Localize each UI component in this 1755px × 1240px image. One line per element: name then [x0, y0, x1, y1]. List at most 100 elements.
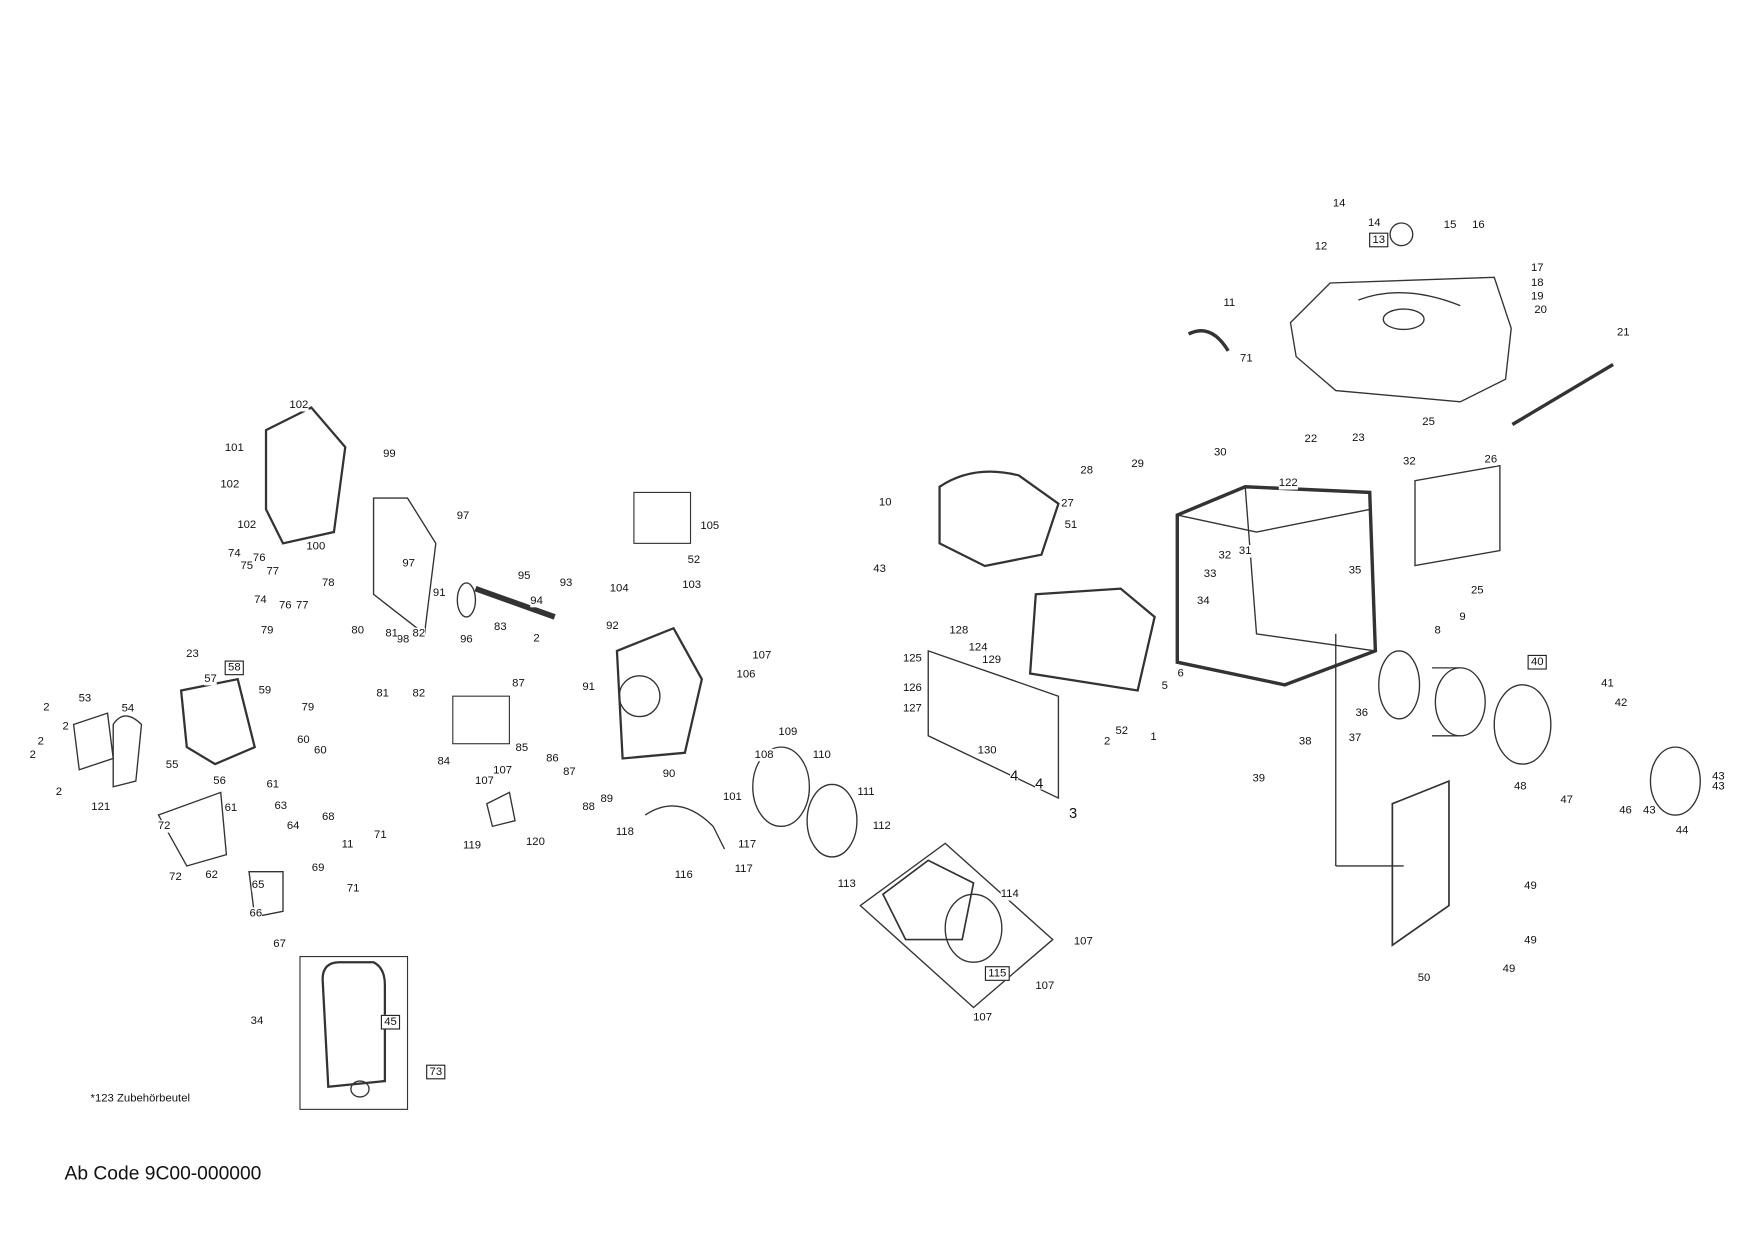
part-callout-61: 61 — [266, 778, 280, 791]
part-callout-102: 102 — [220, 478, 240, 491]
recoil-starter — [944, 893, 1003, 963]
part-callout-49: 49 — [1502, 962, 1516, 976]
part-callout-79: 79 — [260, 624, 274, 637]
part-callout-89: 89 — [600, 792, 614, 806]
part-callout-104: 104 — [609, 582, 629, 595]
part-callout-67: 67 — [273, 937, 286, 951]
control-panel — [1028, 587, 1156, 692]
part-callout-77: 77 — [266, 565, 280, 578]
part-callout-4: 4 — [1035, 774, 1044, 792]
part-callout-29: 29 — [1131, 457, 1144, 471]
part-callout-107: 107 — [1035, 979, 1055, 993]
part-callout-87: 87 — [563, 765, 576, 779]
part-callout-50: 50 — [1417, 971, 1431, 985]
crankcase — [615, 626, 704, 760]
part-callout-76: 76 — [278, 599, 292, 612]
part-callout-126: 126 — [902, 682, 922, 695]
part-callout-43: 43 — [873, 563, 886, 576]
part-callout-21: 21 — [1616, 326, 1630, 340]
carburetor — [248, 870, 284, 918]
part-callout-120: 120 — [525, 835, 545, 849]
part-callout-23: 23 — [1352, 431, 1365, 445]
stator — [1434, 667, 1486, 737]
part-callout-40: 40 — [1527, 654, 1547, 670]
part-callout-129: 129 — [982, 653, 1002, 667]
crankshaft — [474, 585, 556, 620]
part-callout-36: 36 — [1355, 706, 1369, 720]
part-callout-91: 91 — [432, 586, 446, 600]
part-callout-87: 87 — [512, 677, 525, 690]
part-callout-37: 37 — [1348, 731, 1362, 745]
part-callout-26: 26 — [1484, 453, 1498, 466]
part-callout-116: 116 — [674, 868, 693, 882]
part-callout-105: 105 — [700, 520, 720, 533]
part-callout-115: 115 — [984, 966, 1010, 981]
part-callout-72: 72 — [157, 820, 171, 833]
part-callout-10: 10 — [878, 496, 892, 509]
fuel-cap — [1389, 222, 1414, 247]
code-note: Ab Code 9C00-000000 — [64, 1162, 262, 1185]
rotor — [1378, 650, 1421, 720]
part-callout-49: 49 — [1524, 934, 1537, 947]
part-callout-82: 82 — [412, 687, 426, 701]
part-callout-109: 109 — [778, 726, 798, 739]
part-callout-73: 73 — [426, 1064, 446, 1080]
part-callout-102: 102 — [237, 519, 257, 532]
part-callout-14: 14 — [1367, 216, 1381, 230]
part-callout-128: 128 — [949, 624, 969, 637]
part-callout-71: 71 — [346, 882, 360, 895]
part-callout-69: 69 — [311, 862, 325, 875]
part-callout-82: 82 — [412, 627, 426, 641]
part-callout-114: 114 — [1000, 888, 1019, 901]
part-callout-121: 121 — [91, 800, 111, 814]
part-callout-15: 15 — [1443, 219, 1457, 232]
part-callout-12: 12 — [1314, 240, 1328, 254]
part-callout-65: 65 — [251, 878, 265, 892]
part-callout-3: 3 — [1069, 804, 1078, 822]
heat-shield — [157, 791, 228, 867]
part-callout-97: 97 — [402, 557, 415, 570]
part-callout-33: 33 — [1203, 567, 1217, 581]
part-callout-71: 71 — [1240, 352, 1253, 366]
part-callout-42: 42 — [1614, 696, 1628, 710]
part-callout-34: 34 — [250, 1014, 264, 1028]
part-callout-62: 62 — [205, 868, 218, 882]
part-callout-83: 83 — [494, 620, 507, 634]
part-callout-124: 124 — [968, 641, 988, 654]
part-callout-93: 93 — [559, 576, 573, 590]
part-callout-18: 18 — [1530, 276, 1544, 290]
part-callout-51: 51 — [1064, 519, 1078, 532]
part-callout-60: 60 — [314, 744, 327, 757]
part-callout-63: 63 — [274, 799, 288, 813]
part-callout-27: 27 — [1061, 497, 1074, 510]
part-callout-86: 86 — [546, 752, 559, 765]
part-callout-4: 4 — [1010, 766, 1019, 784]
end-cover — [1493, 684, 1552, 765]
bracket-box — [633, 491, 692, 544]
part-callout-77: 77 — [295, 599, 309, 612]
part-callout-43: 43 — [1643, 804, 1656, 817]
crankcase-cover — [264, 406, 347, 545]
part-callout-56: 56 — [213, 774, 226, 788]
part-callout-78: 78 — [321, 576, 335, 590]
part-callout-45: 45 — [380, 1014, 401, 1030]
part-callout-22: 22 — [1304, 432, 1318, 446]
part-callout-16: 16 — [1472, 219, 1485, 232]
part-callout-119: 119 — [463, 839, 482, 852]
part-callout-127: 127 — [902, 702, 922, 715]
part-callout-32: 32 — [1403, 455, 1416, 469]
part-callout-81: 81 — [385, 627, 398, 641]
part-callout-2: 2 — [29, 748, 36, 762]
part-callout-125: 125 — [902, 652, 922, 666]
part-callout-103: 103 — [682, 579, 702, 592]
part-callout-130: 130 — [977, 744, 997, 757]
part-callout-95: 95 — [517, 569, 531, 583]
part-callout-113: 113 — [837, 877, 856, 891]
fuel-hose — [1187, 329, 1230, 352]
part-callout-25: 25 — [1422, 416, 1435, 429]
part-callout-34: 34 — [1197, 594, 1210, 608]
part-callout-64: 64 — [286, 820, 300, 833]
part-callout-76: 76 — [252, 551, 266, 565]
part-callout-31: 31 — [1238, 545, 1252, 558]
